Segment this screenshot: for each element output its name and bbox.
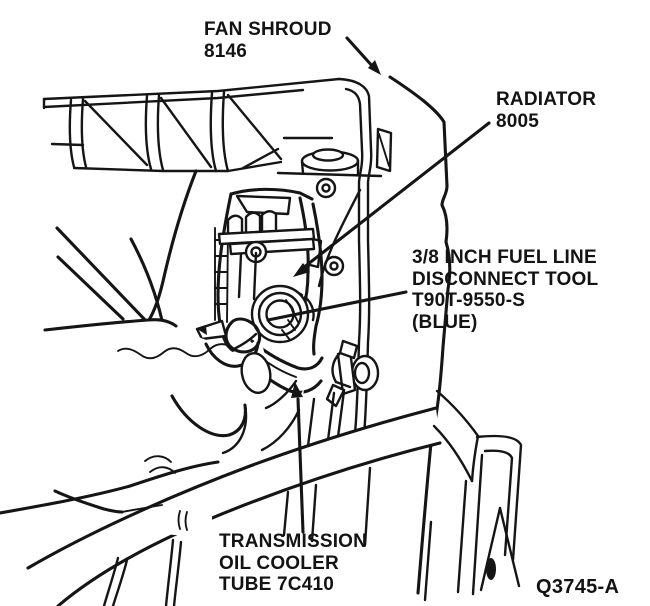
retainer-clip-drawing (325, 339, 359, 408)
panel-grommet-drawing (350, 354, 380, 392)
fuel-line-disconnect-tool-drawing (195, 284, 310, 344)
cooler-tube-label: TRANSMISSION OIL COOLER TUBE 7C410 (219, 531, 368, 595)
radiator-label: RADIATOR 8005 (496, 89, 597, 132)
radiator-leader-arrow (293, 121, 491, 277)
disconnect-tool-label: 3/8 INCH FUEL LINE DISCONNECT TOOL T90T-… (412, 247, 599, 333)
shroud-bolts-drawing (315, 177, 345, 277)
lower-crossmember-drawing (24, 406, 442, 606)
frame-straps-drawing (102, 466, 433, 606)
bottom-right-bracket-drawing (432, 389, 523, 596)
fan-shroud-label: FAN SHROUD 8146 (204, 19, 332, 62)
radiator-cap-drawing (300, 148, 360, 176)
quick-connect-fitting-drawing (217, 194, 323, 322)
hand-drawing (0, 317, 304, 515)
fan-shroud-leader-arrow (345, 36, 381, 75)
disconnect-tool-leader-line (266, 290, 408, 322)
lower-shroud-straps-drawing (306, 389, 346, 448)
cooler-tube-leader-arrow (291, 382, 305, 534)
figure-id-label: Q3745-A (536, 576, 620, 598)
